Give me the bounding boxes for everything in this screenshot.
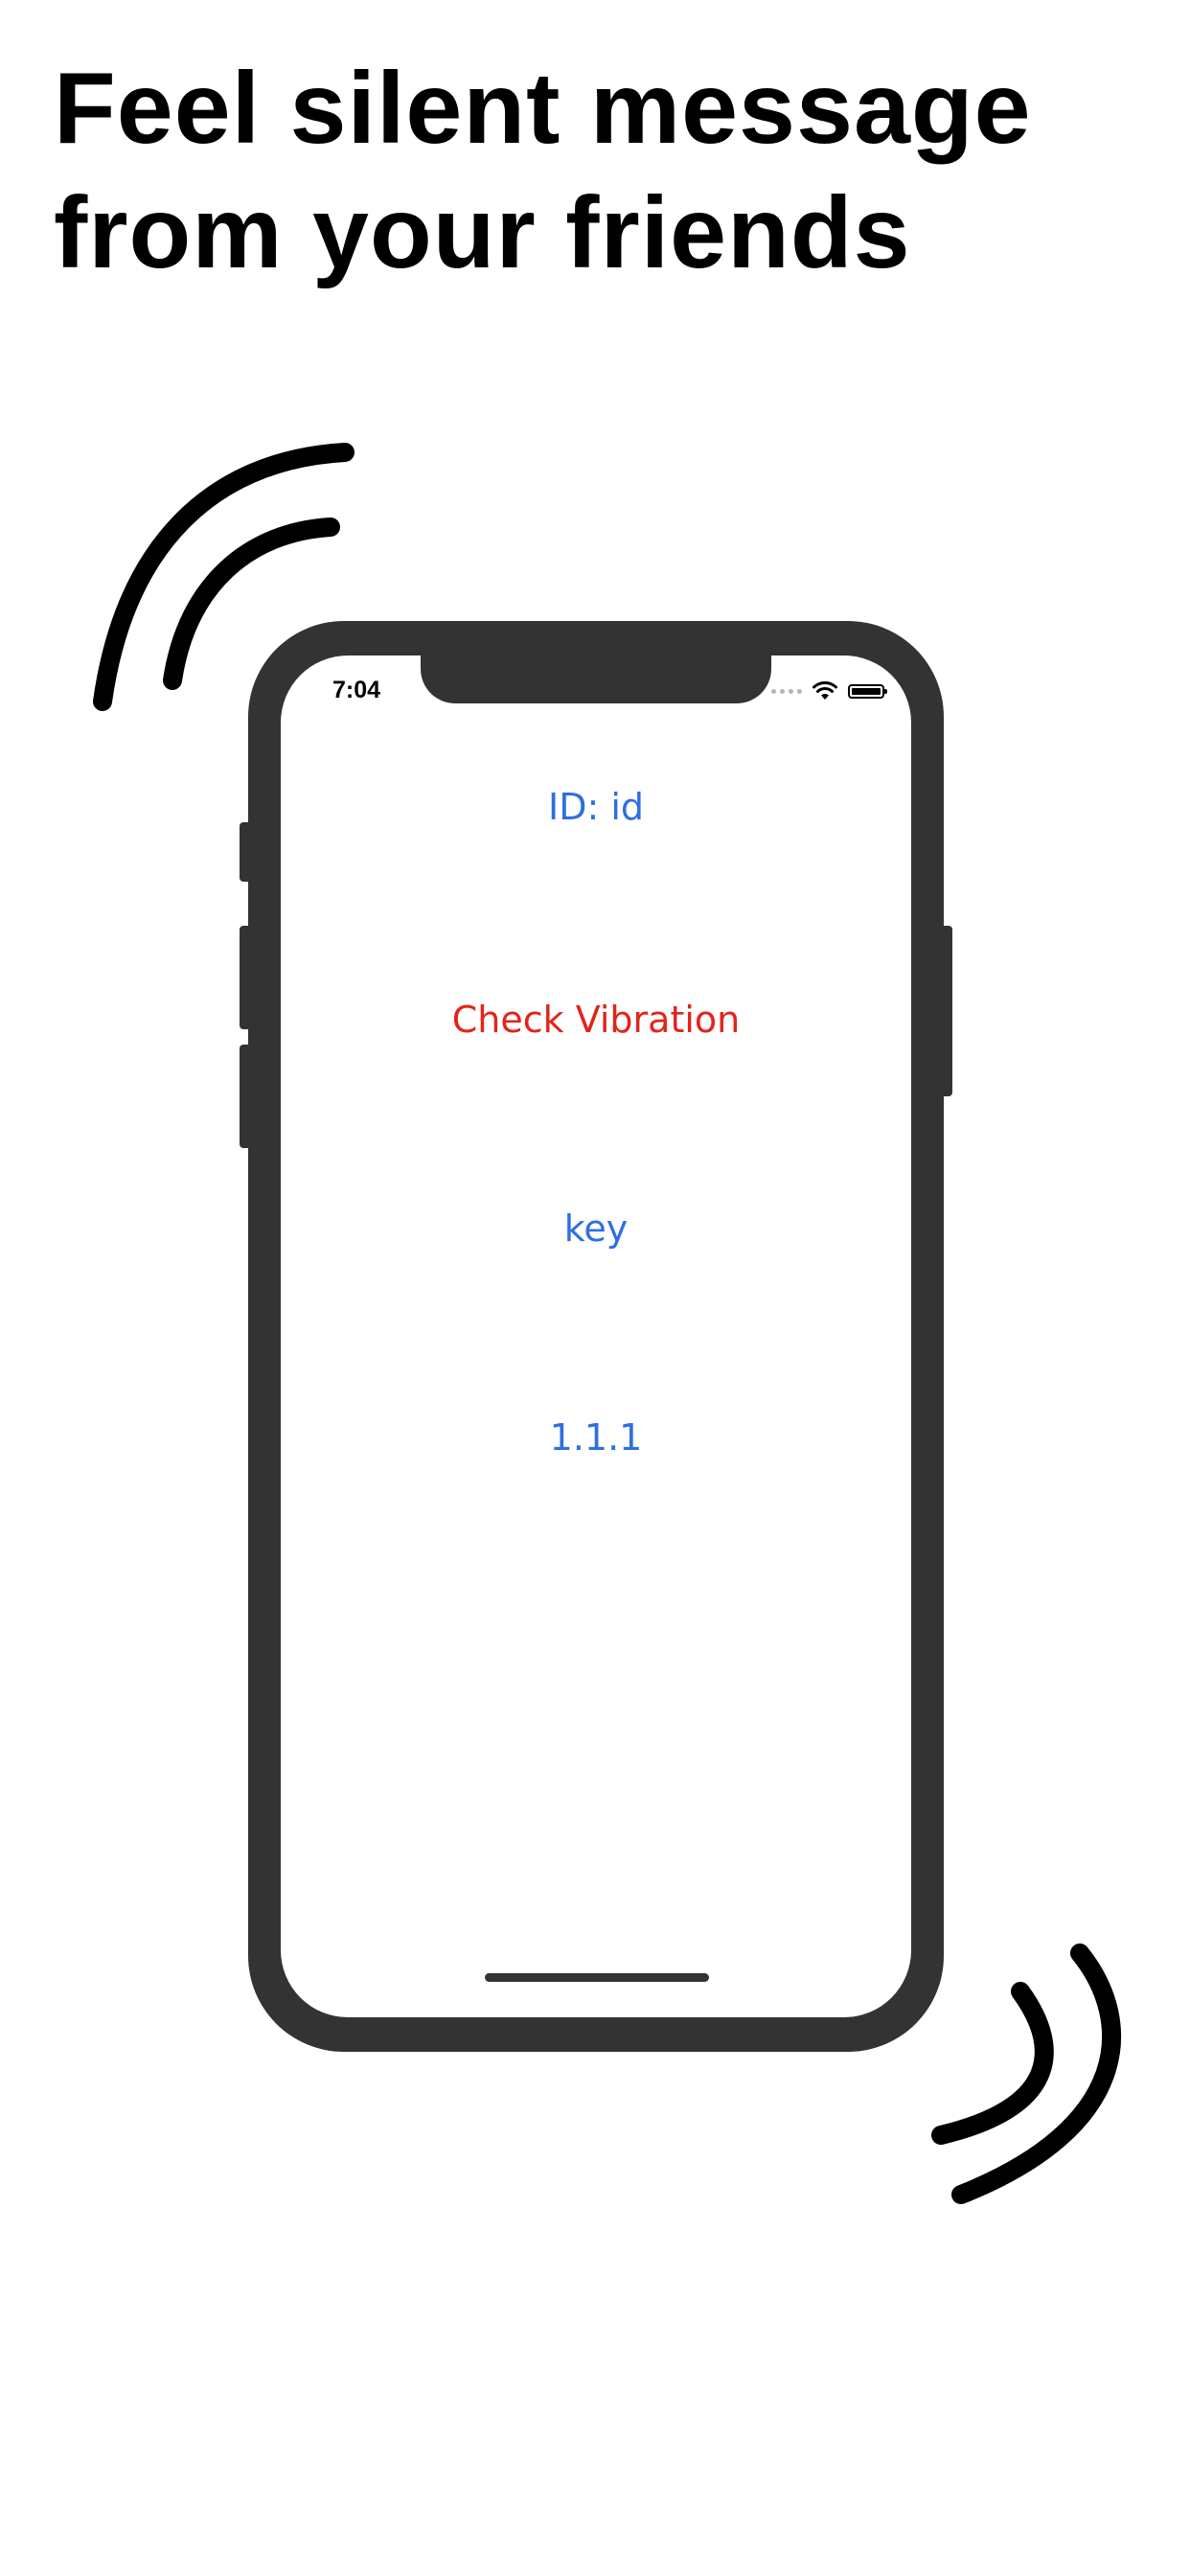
phone-notch [421, 656, 771, 703]
home-indicator[interactable] [485, 1973, 709, 1982]
headline-line-2: from your friends [54, 176, 911, 289]
headline-line-1: Feel silent message [54, 52, 1032, 165]
vibration-wave-bottom-outer [951, 1944, 1122, 2204]
battery-icon [848, 683, 887, 699]
phone-frame: 7:04 ID: id Check Vibration key 1.1.1 [248, 621, 944, 2052]
signal-dots-icon [771, 688, 802, 694]
phone-screen: 7:04 ID: id Check Vibration key 1.1.1 [281, 656, 911, 2017]
key-button[interactable]: key [281, 1208, 911, 1250]
status-bar-icons [771, 677, 887, 705]
vibration-wave-bottom-inner [931, 1982, 1054, 2145]
wifi-icon [812, 681, 837, 700]
headline: Feel silent message from your friends [54, 46, 1156, 295]
status-bar-time: 7:04 [332, 677, 381, 703]
version-label: 1.1.1 [549, 1416, 643, 1459]
id-button[interactable]: ID: id [281, 786, 911, 828]
check-vibration-button[interactable]: Check Vibration [281, 999, 911, 1041]
